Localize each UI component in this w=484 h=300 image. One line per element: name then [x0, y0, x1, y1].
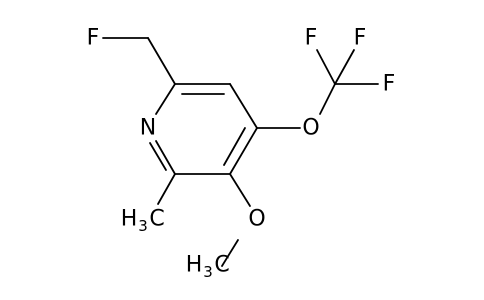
- bond-o-ch3: [221, 239, 239, 267]
- bond-n-c6: [155, 83, 176, 115]
- methyl-h: H: [121, 207, 138, 232]
- bond-cf3-f1: [316, 49, 336, 85]
- methoxy-h: H: [186, 253, 203, 278]
- atom-cf3-f-top-right: F: [354, 26, 367, 51]
- methyl-label: H 3 C: [121, 207, 165, 236]
- methoxy-subscript: 3: [203, 263, 213, 281]
- methyl-subscript: 3: [138, 217, 148, 235]
- bonds: [102, 37, 379, 267]
- atom-ether-o: O: [302, 116, 319, 141]
- bond-c4-c3: [229, 127, 258, 175]
- atom-n: N: [140, 116, 156, 141]
- bond-c2-n: [155, 140, 176, 175]
- bond-cf3-f2: [334, 49, 355, 85]
- bond-c3-o: [229, 173, 251, 207]
- atom-f-ch2f: F: [87, 26, 100, 51]
- atom-labels: F N O O F F F H 3 C H 3 C: [87, 26, 396, 282]
- methoxy-methyl-label: H 3 C: [186, 253, 230, 282]
- bond-c5-c4: [229, 83, 258, 129]
- bond-o-cf3: [319, 83, 336, 115]
- methoxy-c: C: [214, 253, 229, 278]
- bond-c4-c3-inner: [223, 127, 246, 166]
- bond-c2-n-inner: [149, 142, 167, 171]
- methyl-c: C: [149, 207, 164, 232]
- bond-c2-ch3: [157, 173, 176, 205]
- atom-methoxy-o: O: [248, 207, 265, 232]
- bond-ch2-c6: [147, 37, 176, 85]
- atom-cf3-f-right: F: [383, 72, 396, 97]
- atom-cf3-f-top-left: F: [305, 26, 318, 51]
